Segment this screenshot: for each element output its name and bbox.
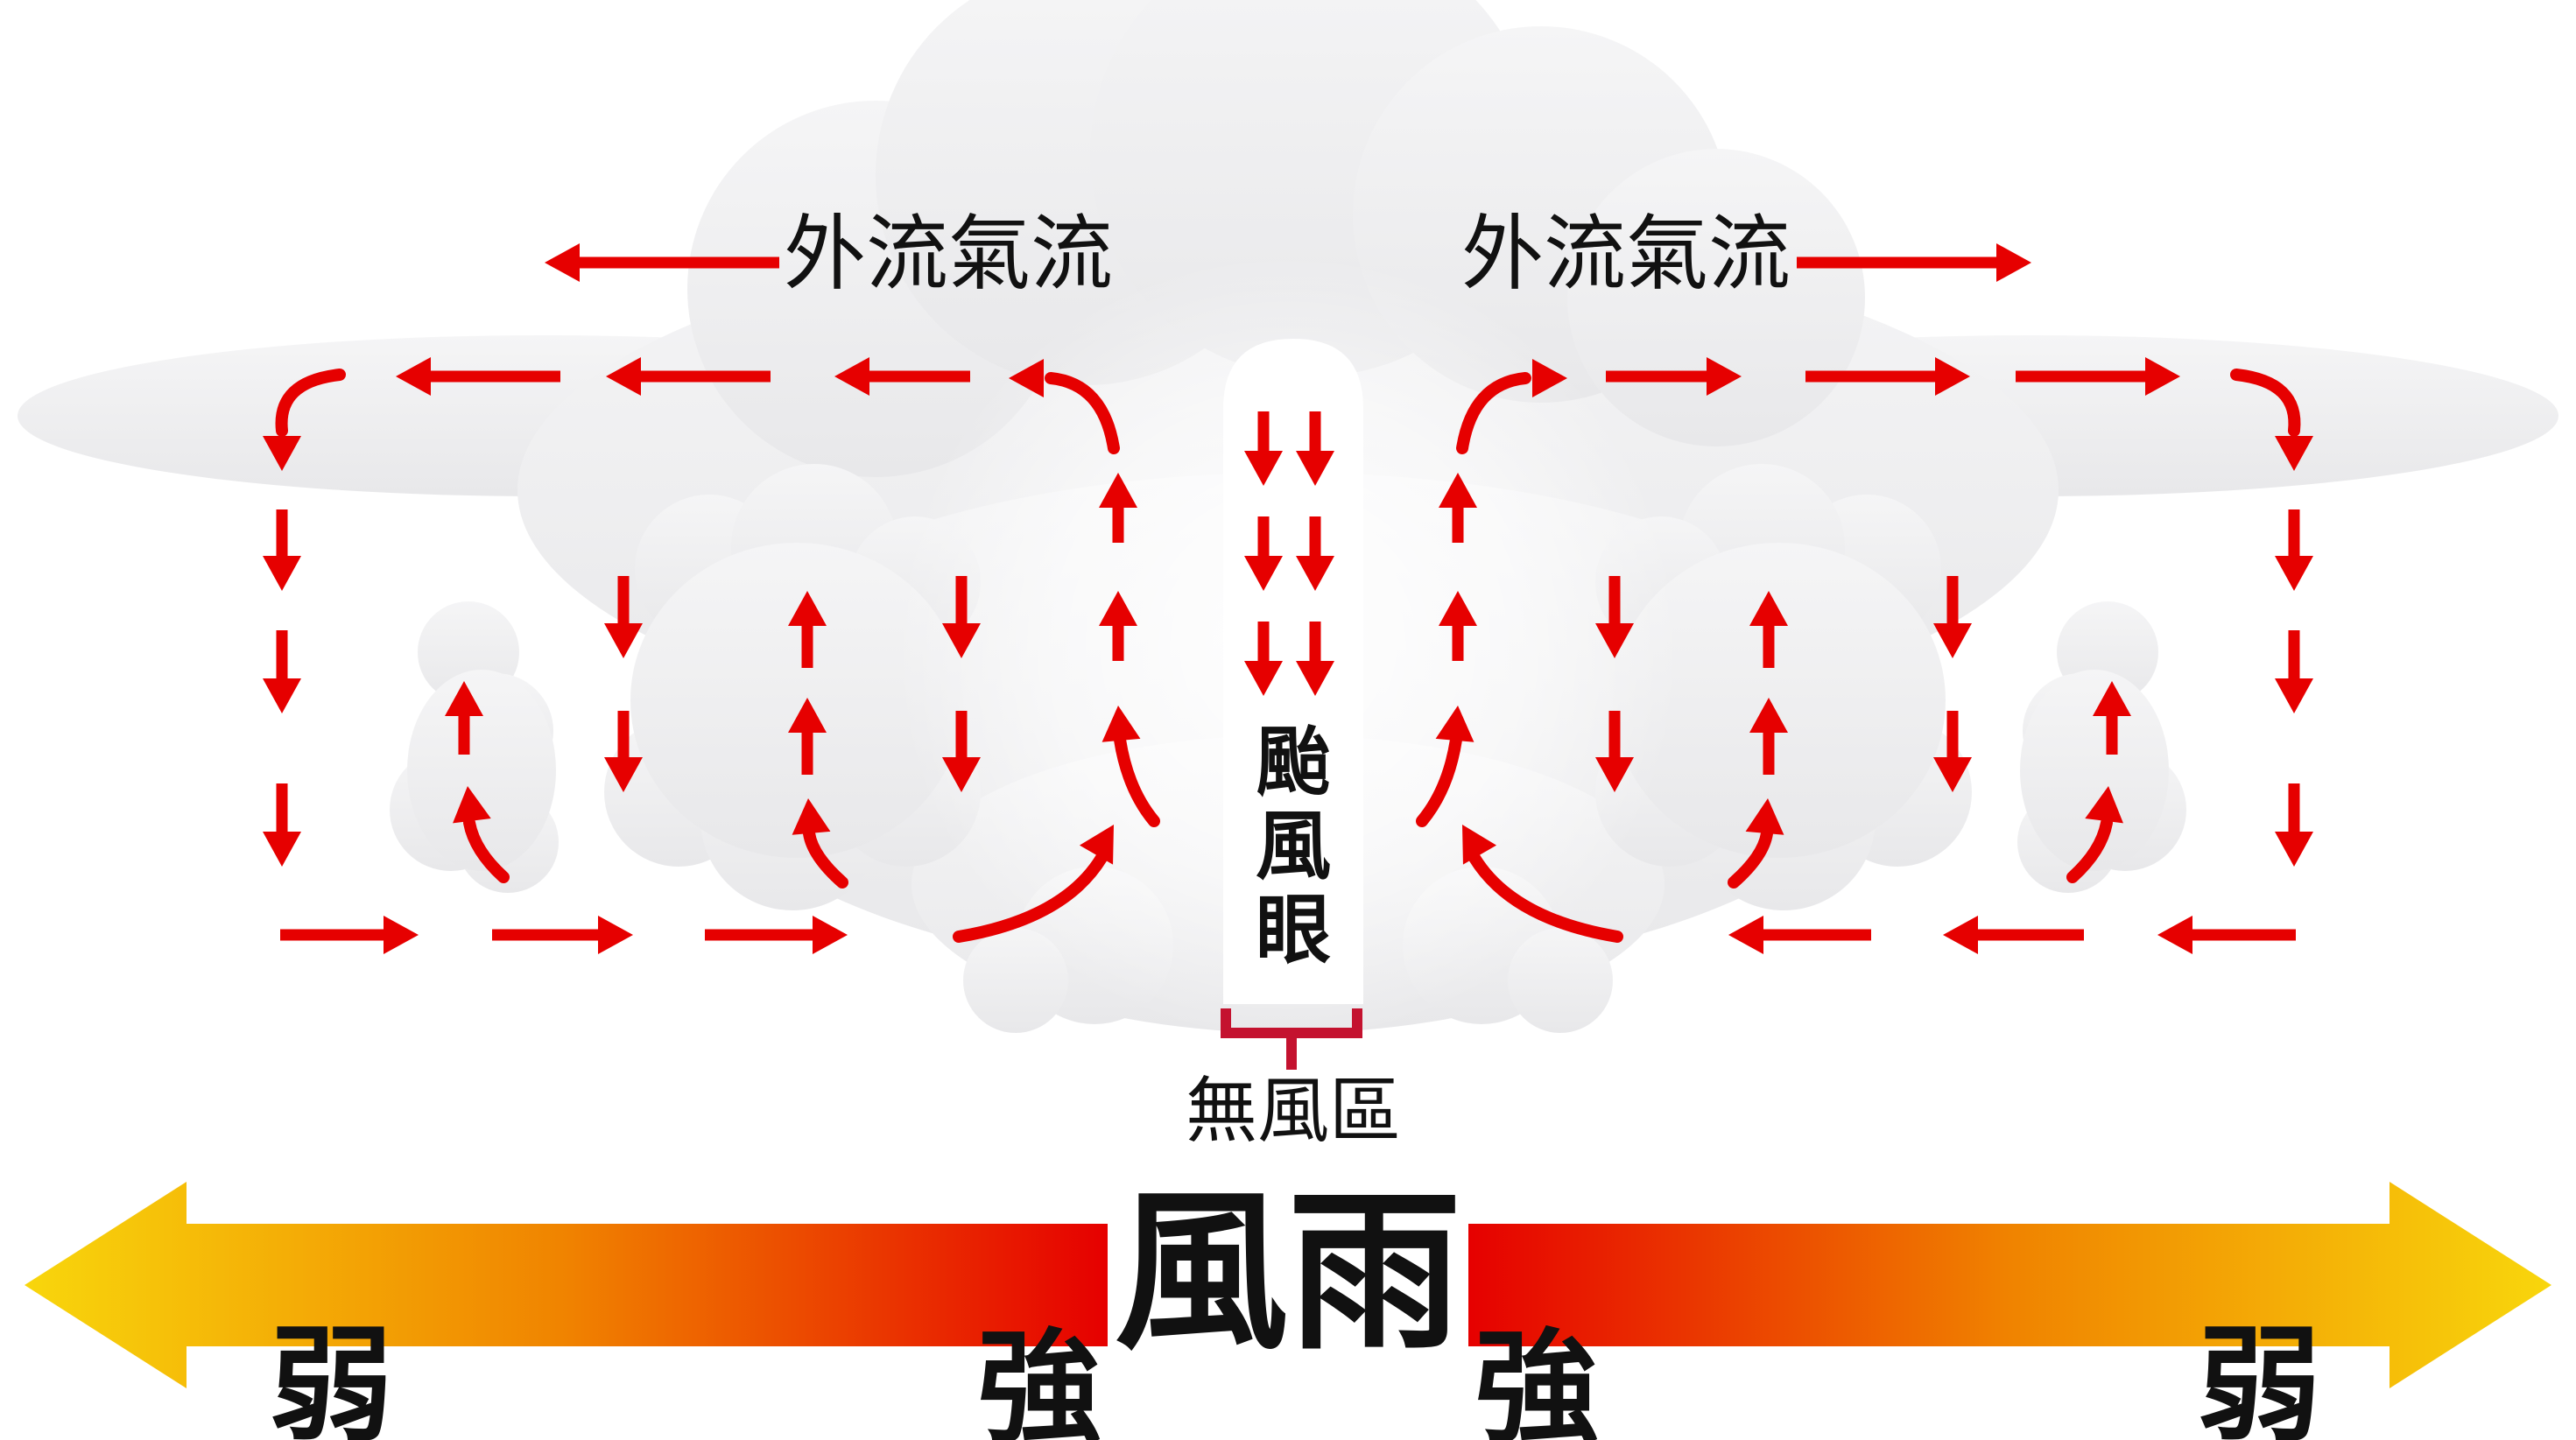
flow-arrow-curved-shaft (2230, 369, 2301, 437)
flow-arrowhead (1079, 825, 1114, 865)
flow-arrowhead (263, 678, 301, 713)
flow-arrowhead (2275, 556, 2313, 591)
flow-arrowhead (1532, 359, 1567, 397)
flow-arrow-curved-shaft (1416, 734, 1462, 827)
wind-gradient-arrow-right (1468, 1182, 2551, 1388)
flow-arrowhead (1933, 757, 1972, 792)
flow-arrow-curved-shaft (463, 817, 510, 883)
flow-arrowhead (1439, 591, 1477, 626)
flow-arrowhead (384, 916, 419, 954)
flow-arrowhead (2275, 436, 2313, 471)
label-outflow-right: 外流氣流 (1461, 207, 1791, 302)
flow-arrowhead (1943, 916, 1978, 954)
flow-arrowhead (1728, 916, 1763, 954)
flow-arrowhead (604, 757, 643, 792)
typhoon-eye-column (1223, 339, 1363, 1004)
flow-arrow-curved-shaft (953, 852, 1108, 943)
label-weak-left: 弱 (269, 1314, 393, 1440)
flow-arrowhead (1595, 623, 1634, 658)
flow-arrowhead (1933, 623, 1972, 658)
flow-arrow-curved-shaft (803, 827, 848, 889)
flow-arrowhead (834, 357, 869, 396)
label-weak-right: 弱 (2197, 1314, 2321, 1440)
flow-arrowhead (1101, 706, 1141, 742)
flow-arrowhead (1996, 243, 2031, 282)
rainband-cloud-left-outer (390, 601, 559, 893)
flow-arrowhead (1439, 473, 1477, 508)
flow-arrowhead (1296, 451, 1334, 486)
flow-arrowhead (1009, 359, 1044, 397)
flow-arrowhead (1435, 706, 1475, 742)
flow-arrow-curved-shaft (2066, 817, 2113, 883)
flow-arrow-curved-shaft (1045, 372, 1120, 454)
flow-arrowhead (1244, 451, 1283, 486)
flow-arrowhead (263, 556, 301, 591)
flow-arrowhead (606, 357, 641, 396)
label-eye-vertical: 颱風眼 (1256, 719, 1331, 974)
flow-arrowhead (1749, 591, 1788, 626)
wind-gradient-arrow-left (25, 1182, 1108, 1388)
label-strong-right: 強 (1475, 1317, 1599, 1440)
label-outflow-left: 外流氣流 (784, 207, 1113, 302)
flow-arrowhead (1099, 473, 1137, 508)
flow-arrowhead (2157, 916, 2192, 954)
flow-arrowhead (263, 832, 301, 867)
flow-arrowhead (263, 436, 301, 471)
flow-arrowhead (942, 757, 981, 792)
flow-arrowhead (453, 786, 491, 824)
flow-arrowhead (1707, 357, 1742, 396)
flow-arrowhead (1296, 661, 1334, 696)
flow-arrowhead (1935, 357, 1970, 396)
flow-arrowhead (598, 916, 633, 954)
label-wind-rain: 風雨 (1115, 1171, 1461, 1373)
flow-arrowhead (1462, 825, 1497, 865)
flow-arrowhead (788, 698, 827, 733)
flow-arrowhead (2145, 357, 2180, 396)
flow-arrowhead (604, 623, 643, 658)
flow-arrowhead (792, 798, 831, 835)
label-calm-zone: 無風區 (1186, 1070, 1401, 1153)
flow-arrowhead (1745, 798, 1784, 835)
flow-arrowhead (2085, 786, 2123, 824)
flow-arrowhead (1595, 757, 1634, 792)
flow-arrowhead (1244, 661, 1283, 696)
flow-arrowhead (2275, 678, 2313, 713)
flow-arrowhead (2093, 681, 2131, 716)
flow-arrow-curved-shaft (1468, 852, 1623, 943)
flow-arrowhead (1296, 556, 1334, 591)
flow-arrowhead (1244, 556, 1283, 591)
eye-bracket (1221, 1008, 1362, 1070)
flow-arrowhead (813, 916, 848, 954)
flow-arrowhead (2275, 832, 2313, 867)
flow-arrow-curved-shaft (1456, 372, 1531, 454)
flow-arrowhead (1099, 591, 1137, 626)
flow-arrowhead (942, 623, 981, 658)
label-strong-left: 強 (977, 1317, 1101, 1440)
flow-arrow-curved-shaft (1728, 827, 1773, 889)
flow-arrow-curved-shaft (275, 369, 346, 437)
flow-arrow-curved-shaft (1114, 734, 1160, 827)
flow-arrowhead (445, 681, 483, 716)
flow-arrowhead (1749, 698, 1788, 733)
rainband-cloud-left-inner (604, 464, 981, 910)
flow-arrowhead (545, 243, 580, 282)
flow-arrowhead (788, 591, 827, 626)
flow-arrowhead (396, 357, 431, 396)
